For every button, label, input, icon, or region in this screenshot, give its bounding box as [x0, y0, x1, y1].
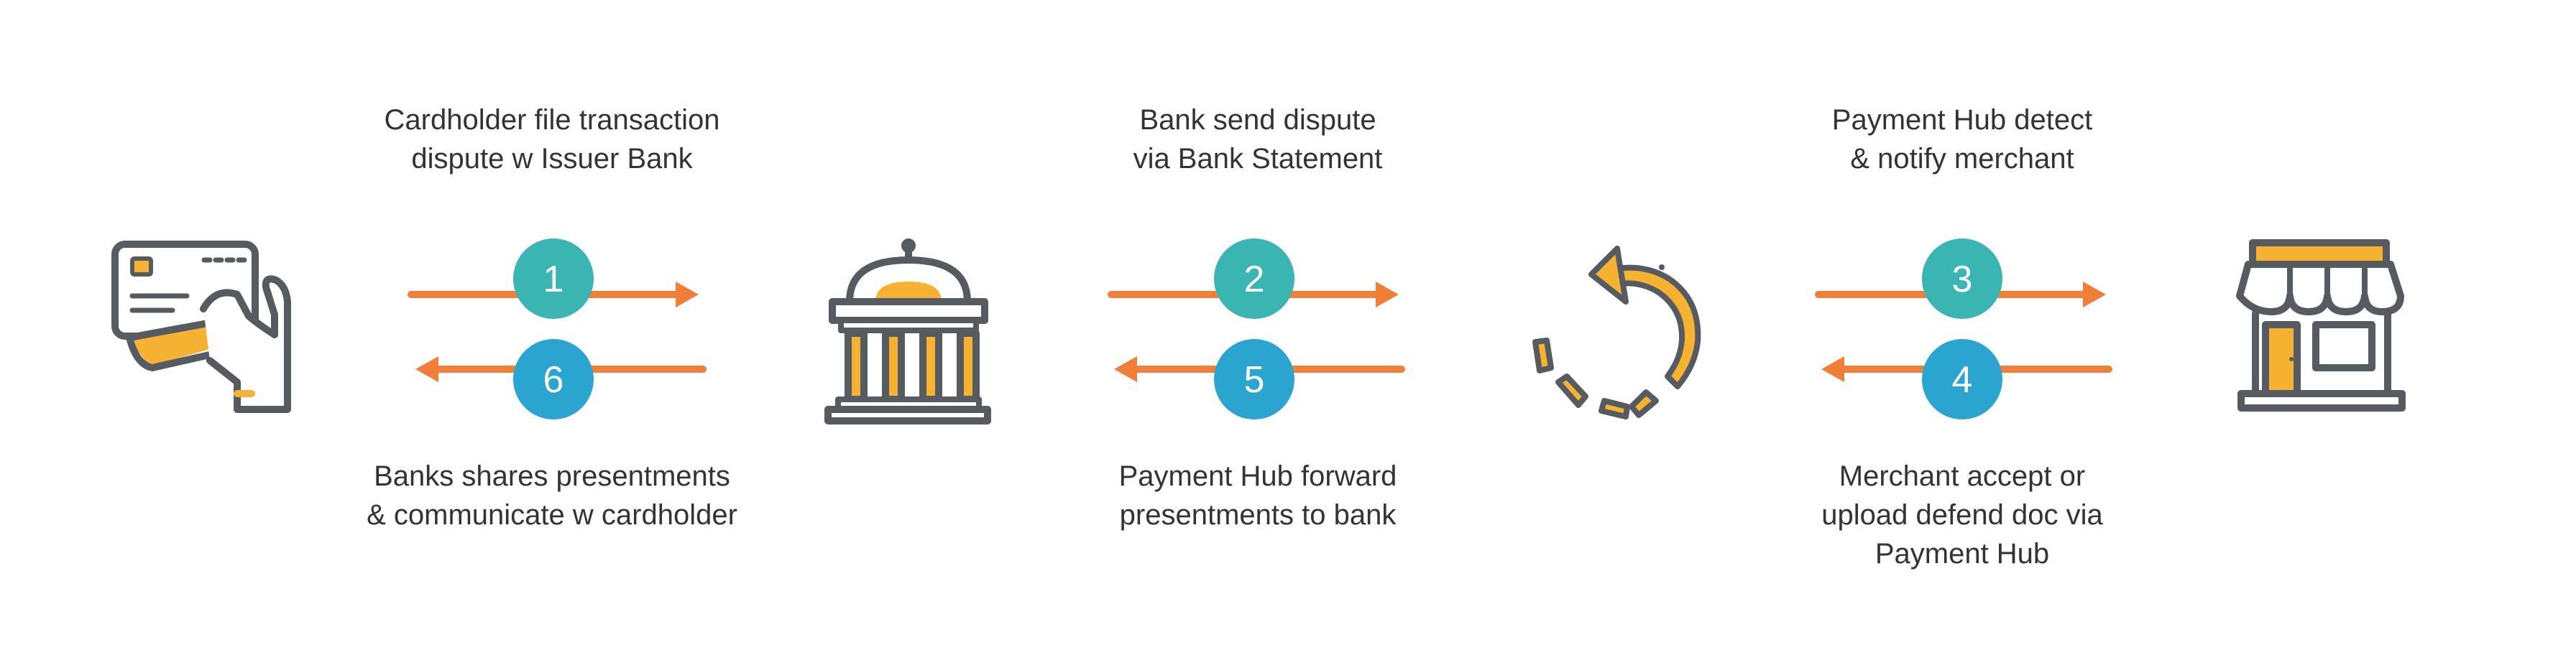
- step-4-label-line-3: Payment Hub: [1874, 538, 2050, 570]
- step-2-label-line-1: Bank send dispute: [1139, 104, 1376, 136]
- step-6-number: 6: [543, 359, 564, 401]
- step-badges: 1 6 2 5 3 4: [513, 238, 2002, 419]
- step-3-label-line-1: Payment Hub detect: [1831, 104, 2093, 136]
- store-icon: [2236, 239, 2406, 412]
- step-3-label-line-2: & notify merchant: [1850, 143, 2074, 175]
- step-5-label-line-2: presentments to bank: [1119, 499, 1397, 531]
- step-3-number: 3: [1952, 259, 1973, 300]
- step-4-label: Merchant accept or upload defend doc via…: [1747, 457, 2178, 573]
- arrow-step-2-head: [1376, 282, 1399, 307]
- step-3-label: Payment Hub detect & notify merchant: [1747, 101, 2178, 178]
- bank-building-icon: [824, 238, 991, 425]
- arrow-step-3-head: [2083, 282, 2106, 307]
- step-6-label: Banks shares presentments & communicate …: [300, 457, 804, 534]
- hand-card-icon: [111, 241, 291, 413]
- arrow-step-6-head: [415, 356, 438, 382]
- step-4-label-line-2: upload defend doc via: [1821, 499, 2103, 531]
- step-3-badge: [1922, 238, 2002, 319]
- arrow-step-1-head: [676, 282, 699, 307]
- step-1-badge: [513, 238, 594, 319]
- arrow-step-5-head: [1114, 356, 1137, 382]
- step-2-label: Bank send dispute via Bank Statement: [1042, 101, 1473, 178]
- step-4-badge: [1922, 339, 2002, 419]
- step-1-label: Cardholder file transaction dispute w Is…: [336, 101, 768, 178]
- arrow-step-4-head: [1821, 356, 1844, 382]
- step-5-number: 5: [1244, 359, 1265, 401]
- step-5-badge: [1214, 339, 1294, 419]
- step-6-label-line-2: & communicate w cardholder: [367, 499, 737, 531]
- step-2-number: 2: [1244, 259, 1265, 300]
- step-1-label-line-1: Cardholder file transaction: [384, 104, 720, 136]
- step-4-label-line-1: Merchant accept or: [1839, 460, 2086, 492]
- step-2-badge: [1214, 238, 1294, 319]
- step-4-number: 4: [1952, 359, 1973, 401]
- step-1-number: 1: [543, 259, 564, 300]
- step-1-label-line-2: dispute w Issuer Bank: [411, 143, 693, 175]
- step-6-label-line-1: Banks shares presentments: [374, 460, 730, 492]
- step-6-badge: [513, 339, 594, 419]
- step-5-label-line-1: Payment Hub forward: [1118, 460, 1397, 492]
- step-2-label-line-2: via Bank Statement: [1133, 143, 1383, 175]
- circular-refresh-icon: [1532, 246, 1701, 419]
- step-5-label: Payment Hub forward presentments to bank: [1042, 457, 1473, 534]
